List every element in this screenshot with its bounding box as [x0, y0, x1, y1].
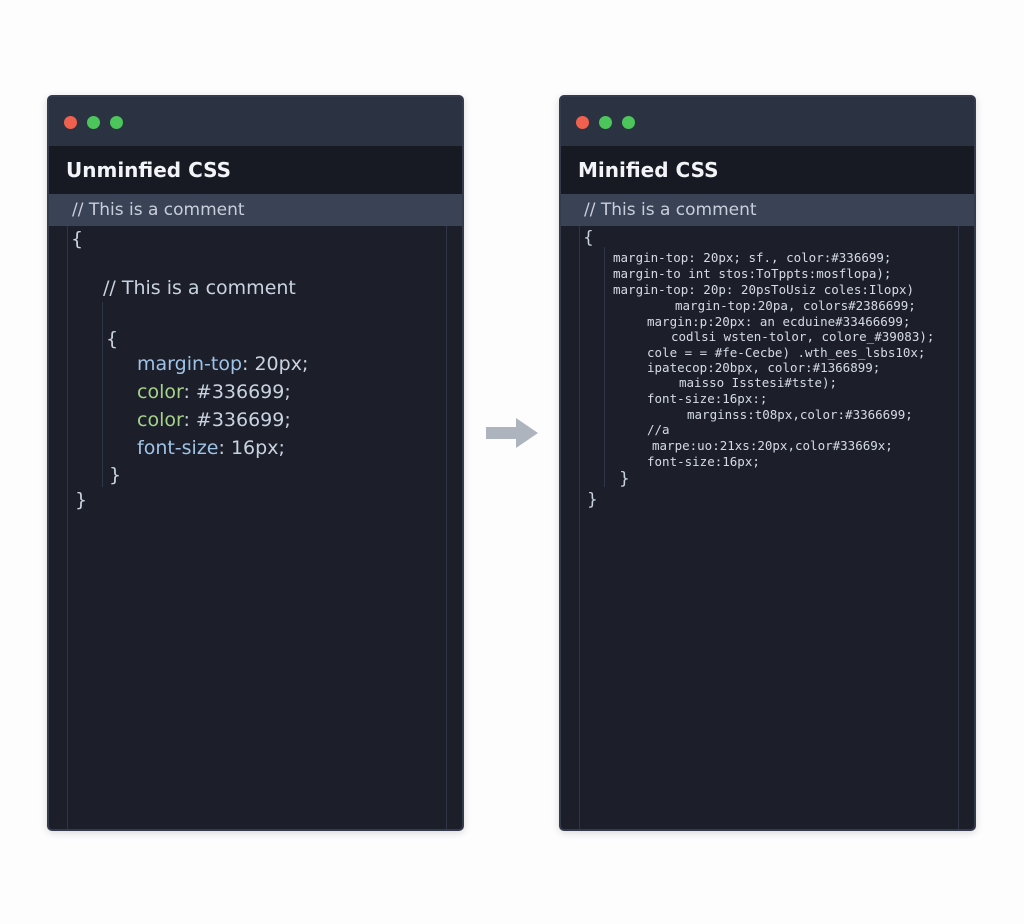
code-line: ipatecop:20bpx, color:#1366899;	[647, 360, 881, 375]
title-bar	[561, 97, 974, 146]
gutter-line	[446, 226, 447, 829]
close-brace: }	[587, 490, 598, 510]
code-line: color: #336699;	[137, 409, 291, 431]
inner-close-brace: }	[109, 464, 122, 486]
close-dot-icon[interactable]	[576, 116, 589, 129]
code-line: marpe:uo:21xs:20px,color#33669x;	[652, 438, 893, 453]
code-line: margin:p:20px: an ecduine#33466699;	[647, 314, 911, 329]
code-comment: // This is a comment	[103, 277, 296, 299]
window-title: Minified CSS	[561, 146, 974, 194]
comment-bar: // This is a comment	[49, 194, 462, 226]
unminified-css-window: Unminfied CSS // This is a comment { // …	[47, 95, 464, 831]
code-line: font-size: 16px;	[137, 437, 285, 459]
code-line: font-size:16px:;	[647, 391, 768, 406]
indent-guide	[102, 302, 103, 487]
code-line: //a	[647, 422, 670, 437]
indent-guide	[604, 247, 605, 487]
inner-open-brace: {	[106, 328, 119, 350]
comment-bar: // This is a comment	[561, 194, 974, 226]
gutter-line	[958, 226, 959, 829]
minimize-dot-icon[interactable]	[87, 116, 100, 129]
inner-close-brace: }	[619, 469, 630, 489]
close-dot-icon[interactable]	[64, 116, 77, 129]
code-line: codlsi wsten-tolor, colore_#39083);	[671, 329, 935, 344]
close-brace: }	[75, 489, 88, 511]
gutter-line	[67, 226, 68, 829]
minimize-dot-icon[interactable]	[599, 116, 612, 129]
minified-css-window: Minified CSS // This is a comment { marg…	[559, 95, 976, 831]
code-line: margin-to int stos:ToTppts:mosflopa);	[613, 266, 892, 281]
title-bar	[49, 97, 462, 146]
code-line: margin-top: 20px;	[137, 353, 309, 375]
open-brace: {	[71, 228, 84, 250]
maximize-dot-icon[interactable]	[622, 116, 635, 129]
code-line: font-size:16px;	[647, 454, 760, 469]
code-line: maisso Isstesi#tste);	[679, 375, 838, 390]
code-line: color: #336699;	[137, 381, 291, 403]
code-line: margin-top: 20px; sf., color:#336699;	[613, 250, 892, 265]
code-line: cole = = #fe-Cecbe) .wth_ees_lsbs10x;	[647, 345, 926, 360]
window-title: Unminfied CSS	[49, 146, 462, 194]
maximize-dot-icon[interactable]	[110, 116, 123, 129]
gutter-line	[579, 226, 580, 829]
code-line: margin-top:20pa, colors#2386699;	[675, 298, 916, 313]
code-line: marginss:t08px,color:#3366699;	[687, 407, 913, 422]
open-brace: {	[583, 228, 594, 248]
code-line: margin-top: 20p: 20psToUsiz coles:Ilopx)	[613, 282, 915, 297]
arrow-right-icon	[486, 418, 538, 448]
